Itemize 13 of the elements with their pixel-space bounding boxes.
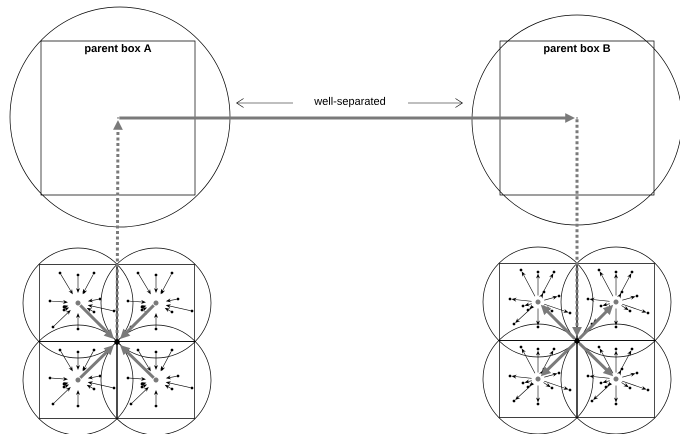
particle-center [536,376,540,382]
parent-box: parent box A [10,6,230,228]
particle-center [154,300,158,306]
particle-center [614,300,618,304]
particle-center [154,378,158,382]
particle-center [76,300,80,306]
particle-center [536,300,540,304]
junction-point [574,338,580,344]
parent-box: parent box B [472,14,680,226]
junction-point [114,339,120,345]
particle-center [614,376,618,382]
dimension-label: well-separated [314,96,386,108]
particle-center [76,378,80,382]
